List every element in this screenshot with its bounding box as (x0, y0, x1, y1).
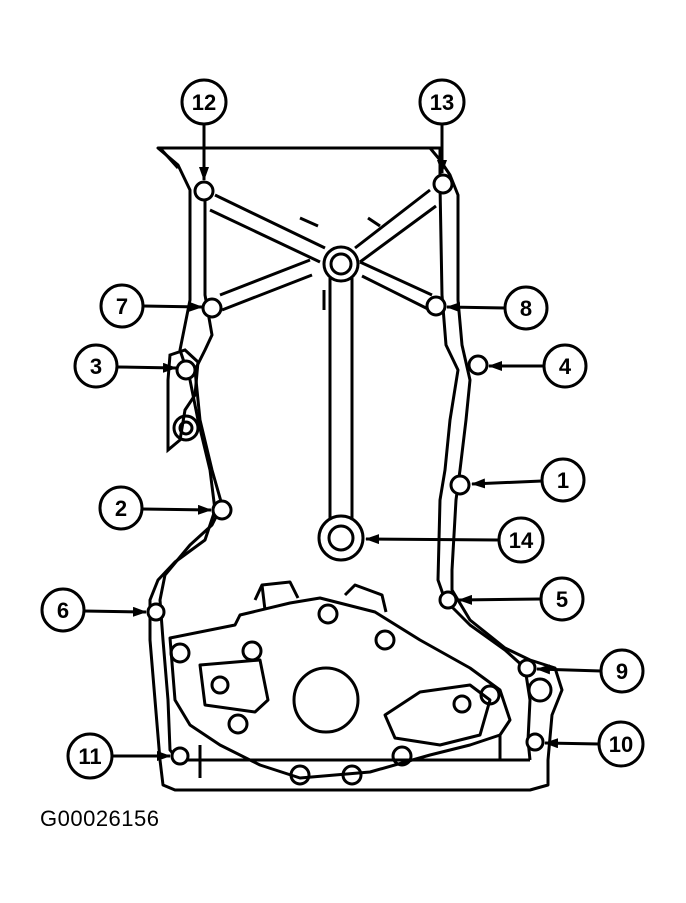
callout-12: 12 (180, 78, 228, 181)
cross-brace (209, 188, 437, 312)
callout-10-circle (597, 720, 645, 768)
callout-5-label: 5 (556, 587, 568, 612)
callout-9: 9 (536, 648, 645, 694)
callout-9-leader (536, 664, 602, 675)
callout-3: 3 (73, 343, 177, 389)
callout-3-leader (116, 362, 177, 373)
callout-1-circle (540, 457, 586, 503)
callout-12-label: 12 (192, 90, 216, 115)
callout-9-label: 9 (616, 659, 628, 684)
callout-14-label: 14 (509, 528, 534, 553)
callout-5-circle (539, 576, 585, 622)
callout-13-label: 13 (430, 90, 454, 115)
callout-6-leader (83, 606, 147, 617)
callout-3-circle (73, 343, 119, 389)
callout-2-circle (98, 485, 144, 531)
callout-6-label: 6 (57, 598, 69, 623)
callout-14-leader (365, 534, 500, 545)
figure-id: G00026156 (40, 806, 160, 831)
callout-13-circle (418, 78, 466, 126)
center-rib (317, 245, 365, 562)
callout-11-circle (66, 732, 114, 780)
callout-5: 5 (458, 576, 585, 622)
callout-4: 4 (488, 343, 588, 389)
oil-pump-housing (168, 580, 512, 780)
callout-7-circle (99, 283, 145, 329)
pump-bolts (169, 603, 553, 786)
callout-8-label: 8 (520, 296, 532, 321)
callout-1-leader (471, 478, 543, 489)
callout-4-label: 4 (559, 354, 572, 379)
callout-1-label: 1 (557, 468, 569, 493)
callout-11: 11 (66, 732, 171, 780)
left-lugs (166, 348, 200, 454)
callout-10-label: 10 (609, 732, 633, 757)
callout-2-label: 2 (115, 496, 127, 521)
callout-10: 10 (544, 720, 645, 768)
bolt-bosses (146, 173, 545, 766)
callout-2-leader (141, 504, 212, 515)
callout-9-circle (599, 648, 645, 694)
callout-6: 6 (40, 587, 147, 633)
callout-7-label: 7 (116, 294, 128, 319)
callout-5-leader (458, 594, 542, 605)
callout-12-circle (180, 78, 228, 126)
callout-8: 8 (446, 285, 549, 331)
callouts: 1 2 3 4 5 6 (40, 78, 645, 780)
callout-14-circle (497, 516, 545, 564)
callout-2: 2 (98, 485, 212, 531)
callout-7: 7 (99, 283, 203, 329)
callout-14: 14 (365, 516, 545, 564)
callout-4-circle (542, 343, 588, 389)
callout-7-leader (142, 301, 203, 312)
callout-8-leader (446, 302, 506, 313)
callout-3-label: 3 (90, 354, 102, 379)
callout-10-leader (544, 738, 600, 749)
callout-1: 1 (471, 457, 586, 503)
callout-11-label: 11 (78, 744, 101, 769)
callout-8-circle (503, 285, 549, 331)
callout-6-circle (40, 587, 86, 633)
callout-13: 13 (418, 78, 466, 174)
